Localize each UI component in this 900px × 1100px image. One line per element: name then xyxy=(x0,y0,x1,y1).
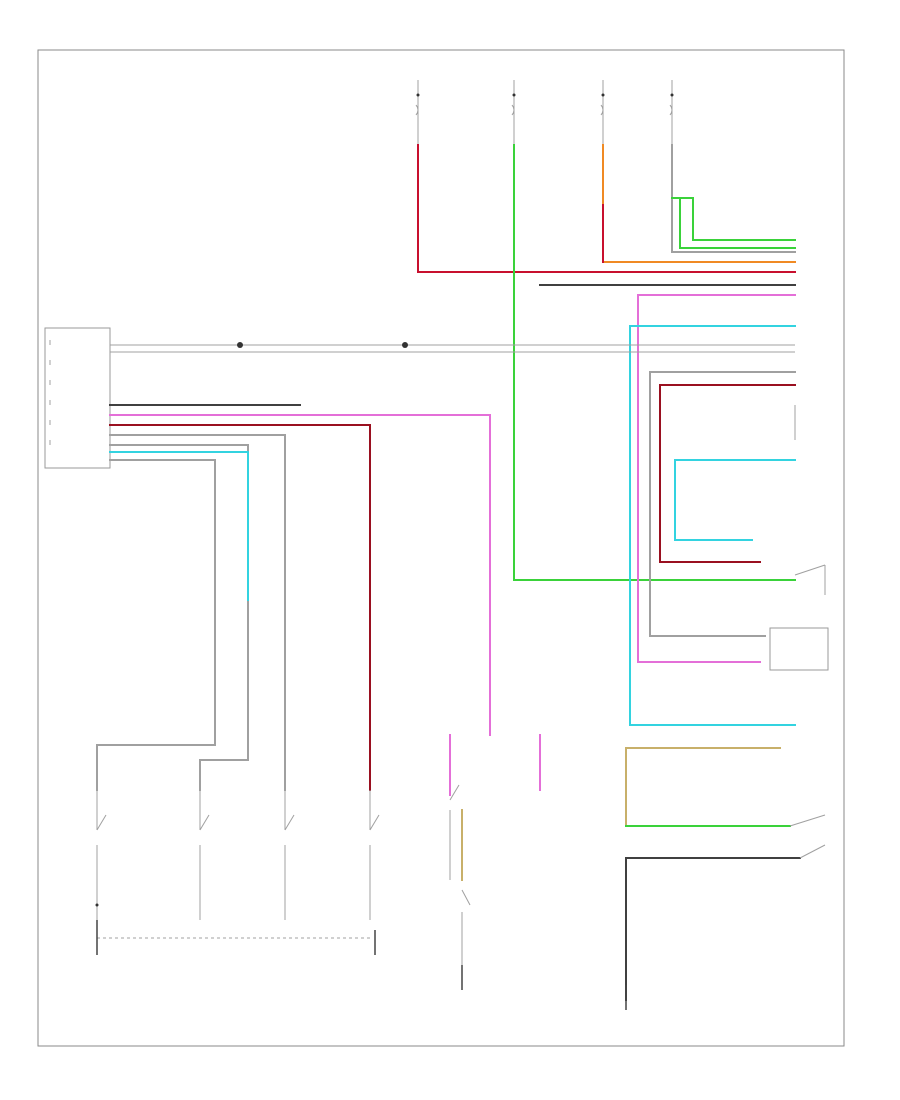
wire-tan xyxy=(625,747,781,827)
left-module-box xyxy=(44,327,111,469)
wire-gray-module-2 xyxy=(109,444,249,791)
wire-black-bottom-right xyxy=(625,857,801,1001)
left-module xyxy=(44,327,111,469)
wire-orange-top xyxy=(602,144,796,263)
fuse-3 xyxy=(600,80,605,145)
wire-cyan-module xyxy=(109,451,249,601)
door-switch-right-rear xyxy=(284,790,295,920)
wire-green-branch-2 xyxy=(679,199,796,249)
wire-gray-right xyxy=(649,371,796,637)
splice-2 xyxy=(402,342,408,348)
fuse-1 xyxy=(415,80,420,145)
wire-gray-module-1 xyxy=(109,434,286,791)
wire-green-branch xyxy=(671,197,796,241)
diagram-frame xyxy=(37,49,845,1047)
wire-cyan-right xyxy=(629,325,796,726)
wire-gray-module-3 xyxy=(96,459,216,791)
right-sensor-box xyxy=(769,627,829,671)
fuse-4 xyxy=(669,80,674,145)
wire-light-green-top xyxy=(513,144,796,581)
wire-pink-module xyxy=(109,414,491,736)
wire-pink-right xyxy=(637,294,796,663)
door-switch-left-rear xyxy=(199,790,210,920)
wire-red-top xyxy=(417,144,796,273)
fuse-group-top xyxy=(415,80,674,145)
door-switch-right-front xyxy=(369,790,380,920)
right-switch-2 xyxy=(789,814,826,859)
liftgate-switch xyxy=(449,734,541,990)
wire-gray-top xyxy=(671,144,796,253)
door-switch-left-front xyxy=(95,790,107,920)
wire-cyan-short xyxy=(674,459,796,541)
fuse-2 xyxy=(511,80,516,145)
wire-dark-red-right xyxy=(659,384,796,563)
wire-dark-red-module xyxy=(109,424,371,791)
splice-1 xyxy=(237,342,243,348)
right-switch-1 xyxy=(794,564,826,595)
